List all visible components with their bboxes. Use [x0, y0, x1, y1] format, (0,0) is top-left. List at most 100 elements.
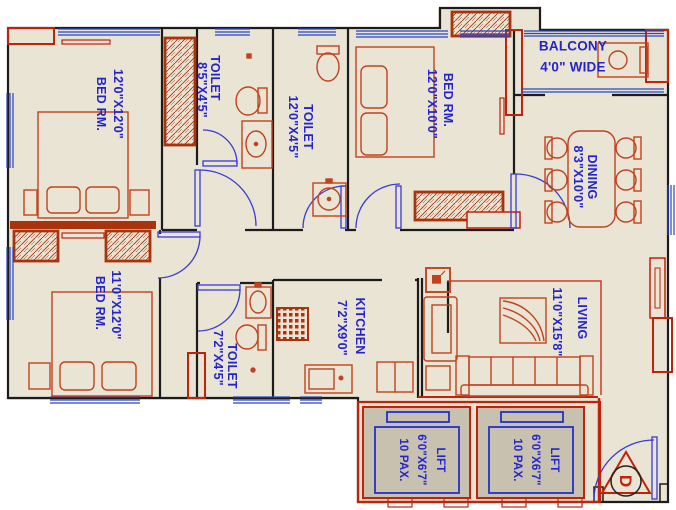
lift2-dim: 6'0"X6'7" [529, 434, 541, 486]
kitchen-dim: 7'2"X9'0" [335, 300, 349, 356]
bedroom1-label: BED RM. [94, 76, 108, 132]
washbasin-icon [245, 282, 272, 319]
doors [157, 129, 658, 501]
window [667, 185, 675, 235]
dining-label: DINING [585, 154, 599, 200]
lift2-label: LIFT [548, 447, 560, 473]
toilet2-dim: 12'0"X4'5" [286, 95, 300, 159]
wc-icon [235, 53, 268, 116]
toilet3-label: TOILET [225, 343, 239, 389]
balcony-dim: 4'0" WIDE [540, 59, 606, 75]
wardrobe-icon [104, 229, 152, 263]
balcony-sliding-door [522, 88, 664, 93]
toilet1-dim: 8'5"X4'5" [195, 62, 209, 118]
door-arc [199, 169, 257, 227]
wc-icon [316, 45, 340, 82]
lift1-dim: 6'0"X6'7" [415, 434, 427, 486]
balcony-column [505, 29, 523, 116]
window [460, 30, 510, 38]
armchair-icon [423, 296, 458, 362]
wc-icon [235, 324, 267, 373]
wardrobe-icon [12, 229, 60, 263]
stove-icon [276, 307, 309, 341]
main-door-arc [593, 439, 655, 501]
wardrobe-icon [450, 10, 512, 38]
wardrobes [12, 10, 521, 263]
door-leaf [395, 185, 402, 229]
bed-icon [355, 46, 435, 158]
bed-icon [28, 291, 153, 397]
lamp-icon [425, 267, 451, 293]
bedroom1-dim: 12'0"X12'0" [111, 68, 125, 140]
window [6, 247, 14, 320]
living-dim: 11'0"X15'8" [550, 287, 564, 357]
side-table-icon [425, 365, 451, 391]
living-boundary [447, 280, 602, 395]
duct-column [187, 352, 206, 399]
bed-icon [23, 111, 150, 219]
curtain-rod [499, 97, 505, 135]
lift1-capacity: 10 PAX. [397, 438, 409, 482]
door-arc [355, 183, 401, 229]
lift-2-door [500, 411, 564, 423]
lift-2-cab [488, 426, 574, 494]
living-label: LIVING [575, 296, 589, 340]
bedroom1-bottom-wall [10, 221, 156, 229]
ledge [466, 211, 521, 229]
door-arc [302, 185, 346, 229]
washbasin-icon [312, 178, 347, 217]
lift-1-cab [374, 426, 460, 494]
kitchen-label: KITCHEN [353, 297, 367, 355]
window [300, 396, 322, 404]
floor-area [8, 8, 668, 502]
window [215, 28, 250, 36]
entrance-letter: D [616, 475, 635, 487]
door-leaf [157, 231, 201, 238]
door-leaf [510, 173, 517, 229]
rug-icon [499, 297, 547, 344]
lift1-label: LIFT [434, 447, 446, 473]
window [58, 28, 160, 36]
windows [6, 28, 675, 404]
window [50, 396, 140, 404]
toilet3-dim: 7'2"X4'5" [211, 330, 225, 386]
door-arc [157, 235, 201, 279]
balcony-label: BALCONY [538, 38, 608, 54]
door-arc [202, 129, 238, 165]
tv-panel-inner [654, 267, 661, 309]
washbasin-icon [241, 120, 273, 169]
door-leaf [194, 169, 201, 227]
lift-1-door [386, 411, 450, 423]
door-arc [197, 288, 241, 332]
corner-column [7, 27, 55, 45]
dining-table-icon [544, 130, 642, 228]
bedroom3-dim: 11'0"X12'0" [109, 270, 123, 340]
fridge-icon [376, 361, 414, 393]
window [233, 396, 290, 404]
sink-icon [304, 364, 353, 394]
door-leaf [651, 436, 658, 500]
window [6, 93, 14, 168]
wall-column [652, 317, 673, 373]
wardrobe-icon [163, 36, 197, 147]
lift-shaft [356, 400, 602, 504]
lift2-capacity: 10 PAX. [511, 438, 523, 482]
bedroom2-dim: 12'0"X10'0" [425, 68, 439, 140]
bedroom2-label: BED RM. [441, 72, 455, 128]
balcony-railing [524, 30, 664, 37]
toilet1-label: TOILET [208, 55, 222, 101]
shelf [61, 232, 105, 239]
window [356, 30, 448, 38]
window [298, 28, 336, 36]
washing-machine-icon [597, 42, 649, 78]
bedroom3-label: BED RM. [93, 275, 107, 331]
wardrobe-icon [413, 190, 505, 222]
balcony-column [645, 29, 669, 83]
entrance-marker: D [600, 450, 652, 497]
door-leaf [197, 284, 241, 291]
furniture [23, 42, 649, 397]
entrance-circle [610, 465, 642, 497]
dining-dim: 8'3"X10'0" [571, 145, 585, 209]
